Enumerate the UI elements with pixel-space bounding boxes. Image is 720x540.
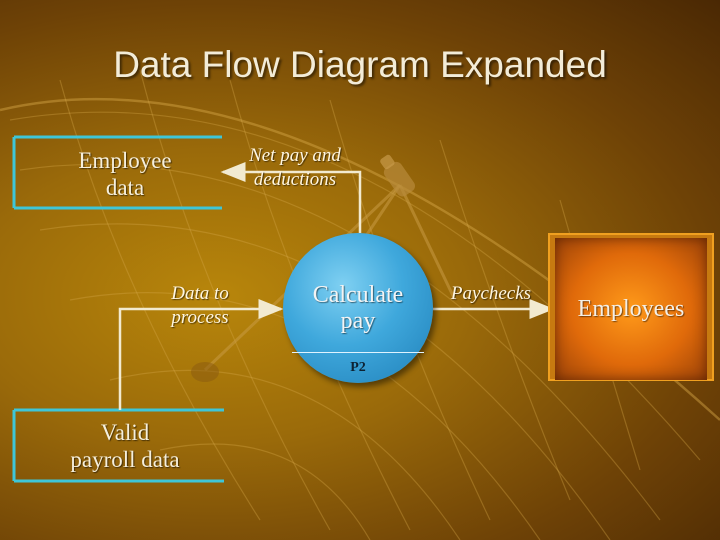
data-store-employee-data: Employee data	[40, 147, 210, 201]
flow-label-line: Data to	[171, 283, 229, 304]
data-store-label: Employee	[78, 148, 172, 173]
data-store-employee-data-outline	[12, 135, 222, 210]
flow-label-net-pay: Net pay and deductions	[225, 144, 365, 192]
external-entity-box	[555, 238, 707, 380]
process-name-line: pay	[340, 308, 376, 334]
process-id: P2	[350, 360, 366, 375]
data-store-label: data	[105, 175, 145, 200]
data-store-label: payroll data	[70, 447, 180, 472]
process-name-line: Calculate	[312, 282, 404, 308]
flow-arrow-net-pay	[220, 162, 362, 233]
flow-label-line: deductions	[253, 169, 337, 190]
flow-label-line: Net pay and	[249, 145, 341, 166]
process-circle	[283, 233, 433, 383]
flow-arrow-data-to-process	[118, 299, 284, 410]
flow-label-line: Paychecks	[450, 283, 532, 304]
process-name: Calculate pay	[283, 282, 433, 334]
data-store-valid-payroll-data: Valid payroll data	[30, 419, 220, 473]
data-store-label: Valid	[100, 420, 150, 445]
flow-label-data-to-process: Data to process	[150, 282, 250, 330]
external-entity-label: Employees	[577, 296, 685, 322]
flow-label-paychecks: Paychecks	[434, 282, 548, 306]
slide-title: Data Flow Diagram Expanded	[113, 44, 607, 85]
process-divider	[292, 352, 424, 353]
flow-label-line: process	[171, 307, 229, 328]
